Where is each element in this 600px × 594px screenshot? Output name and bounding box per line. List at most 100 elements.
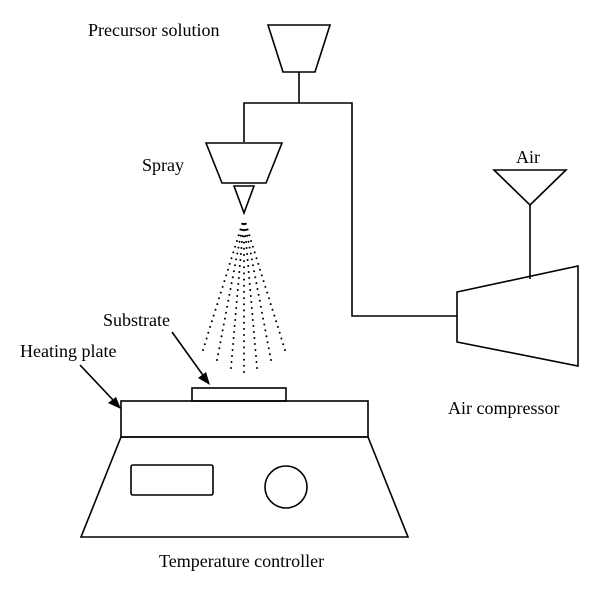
spray-droplet xyxy=(246,253,249,255)
spray-droplet xyxy=(268,353,271,356)
spray-droplet xyxy=(217,353,220,356)
spray-droplet xyxy=(238,240,241,243)
spray-droplet xyxy=(243,303,245,306)
spray-droplet xyxy=(232,270,235,273)
spray-droplet xyxy=(223,317,226,320)
spray-droplet xyxy=(239,253,242,255)
spray-droplet xyxy=(218,297,220,300)
spray-droplet xyxy=(233,331,236,333)
spray-droplet xyxy=(245,241,248,243)
spray-droplet xyxy=(247,271,250,273)
spray-droplet xyxy=(227,268,229,271)
spray-droplet xyxy=(235,258,238,261)
temperature-controller xyxy=(79,436,410,538)
spray-droplet xyxy=(235,307,238,309)
spray-droplet xyxy=(233,325,236,327)
spray-droplet xyxy=(270,359,272,361)
spray-droplet xyxy=(250,301,253,303)
air-compressor-label: Air compressor xyxy=(448,398,560,418)
spray-droplet xyxy=(269,303,272,306)
spray-droplet xyxy=(239,259,242,261)
spray-droplet xyxy=(234,319,237,321)
spray-droplet xyxy=(230,367,232,369)
spray-droplet xyxy=(236,289,239,291)
spray-droplet xyxy=(273,314,276,317)
spray-droplet xyxy=(251,313,254,315)
spray-droplet xyxy=(232,337,235,339)
spray-droplet xyxy=(243,327,245,330)
spray-droplet xyxy=(227,299,230,302)
spray-droplet xyxy=(245,247,248,249)
spray-droplet xyxy=(263,323,266,326)
spray-droplet xyxy=(225,311,227,314)
spray-droplet xyxy=(203,343,206,346)
spray-droplet xyxy=(230,282,233,285)
spray-droplet xyxy=(251,319,254,321)
spray-droplet xyxy=(252,264,254,267)
spray-droplet xyxy=(234,245,237,248)
spray-droplet xyxy=(230,257,233,260)
spray-droplet xyxy=(264,329,267,332)
spray-droplet xyxy=(247,240,250,243)
spray-droplet xyxy=(226,305,229,308)
air-label: Air xyxy=(516,147,540,167)
air-funnel xyxy=(492,169,568,207)
spray-droplet xyxy=(244,222,247,225)
spray-droplet xyxy=(243,272,245,275)
spray-droplet xyxy=(243,358,245,361)
spray-droplet xyxy=(253,270,256,273)
spray-droplet xyxy=(280,337,283,340)
spray-droplet xyxy=(246,228,249,231)
spray-droplet xyxy=(262,280,265,283)
spray-droplet xyxy=(265,335,268,338)
spray-droplet xyxy=(243,352,245,355)
temperature-controller-label: Temperature controller xyxy=(159,551,325,571)
spray-droplet xyxy=(249,295,252,297)
spray-droplet xyxy=(255,355,257,357)
spray-droplet xyxy=(230,361,233,363)
spray-droplet xyxy=(261,311,263,314)
spray-droplet xyxy=(250,307,253,309)
spray-droplet xyxy=(223,280,226,283)
spray-droplet xyxy=(237,283,240,285)
spray-droplet xyxy=(255,257,258,260)
spray-droplet xyxy=(252,331,255,333)
substrate-label: Substrate xyxy=(103,310,170,330)
spray-droplet xyxy=(243,340,245,343)
spray-droplet xyxy=(243,334,245,336)
spray-droplet xyxy=(234,313,237,315)
spray-droplet xyxy=(246,259,249,261)
spray-droplet xyxy=(284,349,286,351)
spray-droplet xyxy=(254,276,257,279)
spray-droplet xyxy=(243,254,245,256)
spray-droplet xyxy=(243,315,245,318)
spray-droplet xyxy=(250,240,253,242)
spray-droplet xyxy=(236,252,239,255)
spray-droplet xyxy=(253,337,256,339)
spray-droplet xyxy=(252,325,255,327)
spray-droplet xyxy=(243,364,245,367)
spray-droplet xyxy=(276,326,279,328)
spray-droplet xyxy=(243,247,245,250)
spray-droplet xyxy=(202,349,204,351)
spray-droplet xyxy=(232,251,235,254)
heating-plate-label: Heating plate xyxy=(20,341,117,361)
spray-droplet xyxy=(205,337,208,340)
spray-droplet xyxy=(255,361,258,363)
spray-droplet xyxy=(240,241,243,243)
spray-droplet xyxy=(248,246,251,249)
spray-droplet xyxy=(278,331,281,334)
spray-droplet xyxy=(243,278,245,281)
spray-droplet xyxy=(221,329,224,332)
controller-display xyxy=(130,464,214,496)
spray-droplet xyxy=(220,335,223,338)
spray-droplet xyxy=(241,235,244,237)
spray-nozzle-body xyxy=(204,142,284,184)
spray-droplet xyxy=(243,284,245,287)
spray-droplet xyxy=(228,262,231,265)
spray-droplet xyxy=(256,367,258,369)
spray-droplet xyxy=(253,251,256,254)
spray-droplet xyxy=(249,252,252,255)
spray-droplet xyxy=(222,323,225,326)
spray-droplet xyxy=(243,371,245,373)
